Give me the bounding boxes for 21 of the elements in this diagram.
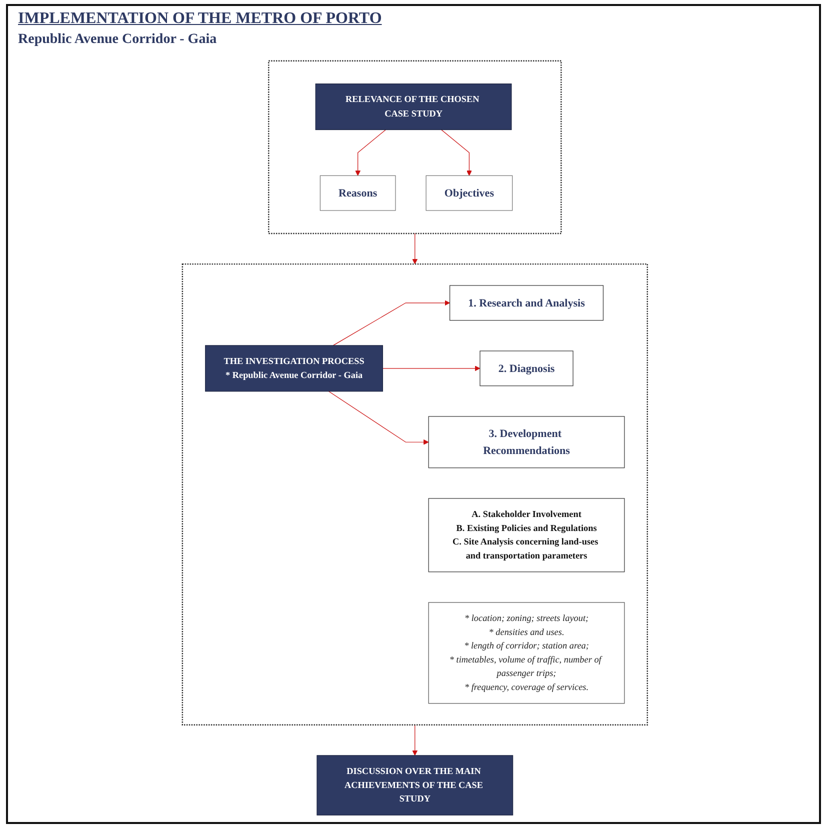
arrow — [332, 300, 450, 346]
node-box: Reasons — [320, 175, 396, 211]
arrow — [440, 129, 472, 176]
arrow — [354, 129, 386, 176]
cluster — [268, 60, 562, 234]
title: IMPLEMENTATION OF THE METRO OF PORTO — [18, 10, 382, 28]
node-box: Objectives — [425, 175, 512, 211]
node-box: THE INVESTIGATION PROCESS * Republic Avenue Corridor - Gaia — [204, 345, 383, 392]
arrow — [412, 233, 418, 264]
arrow — [412, 724, 418, 756]
arrow — [328, 391, 428, 445]
cluster — [181, 263, 648, 726]
subtitle: Republic Avenue Corridor - Gaia — [18, 32, 217, 48]
node-box: 2. Diagnosis — [479, 350, 573, 386]
node-box: * location; zoning; streets layout; * densities and uses. * length of corridor; station area; * timetables, volume of traffic, number of passenger trips; * frequency, coverage of services. — [428, 602, 624, 704]
node-box: A. Stakeholder Involvement B. Existing Policies and Regulations C. Site Analysis concerning land-uses and transportation parameters — [428, 498, 624, 572]
arrow — [382, 366, 480, 372]
node-box: 1. Research and Analysis — [449, 285, 604, 321]
node-box: 3. Development Recommendations — [428, 416, 624, 468]
node-box: RELEVANCE OF THE CHOSEN CASE STUDY — [314, 84, 512, 130]
node-box: DISCUSSION OVER THE MAIN ACHIEVEMENTS OF THE CASE STUDY — [316, 755, 513, 816]
